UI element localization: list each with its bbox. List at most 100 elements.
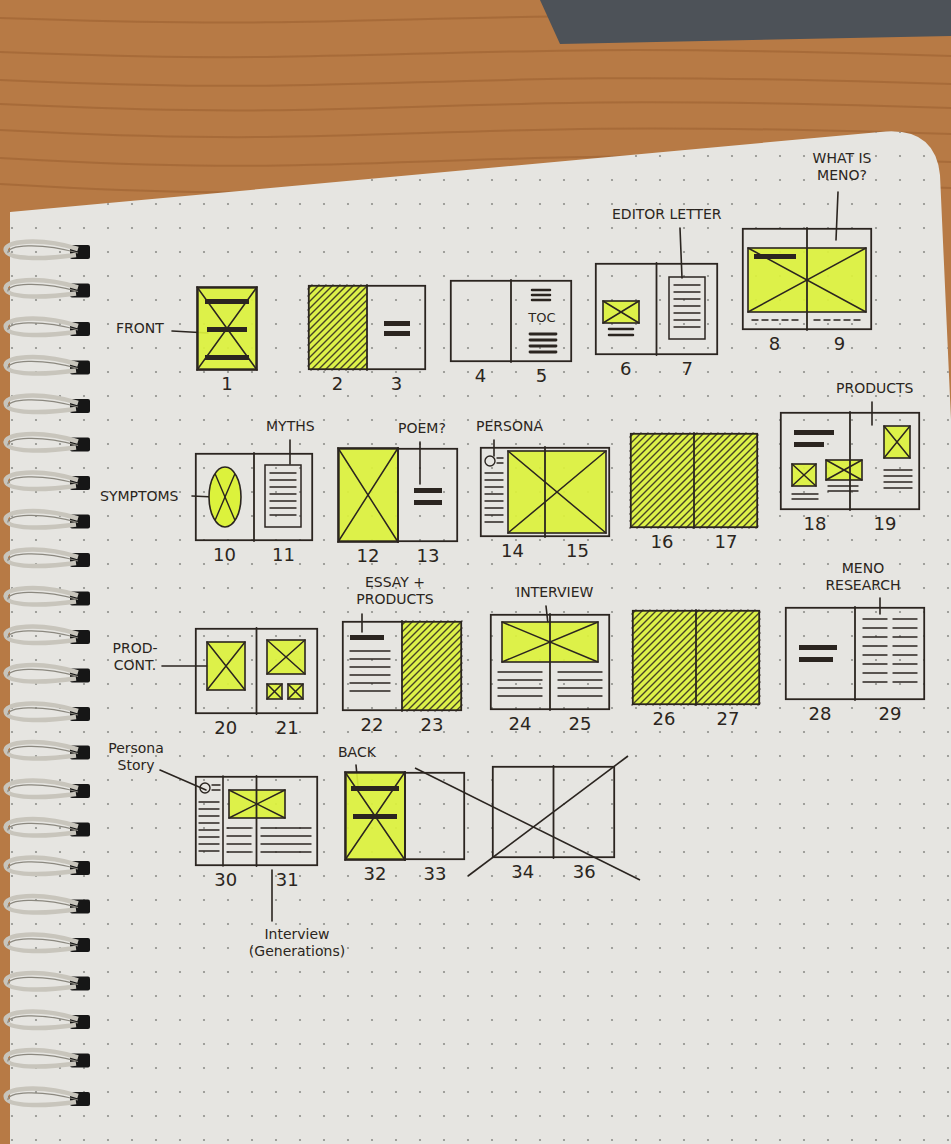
text-block: [265, 465, 301, 527]
text-line: [497, 457, 503, 458]
hatch-line: [428, 677, 462, 711]
page-outline: [786, 608, 924, 699]
page-number: 34: [511, 862, 534, 882]
text-line: [270, 486, 296, 487]
hatch-line: [630, 433, 662, 465]
image-box: [338, 448, 398, 542]
page-number: 24: [509, 714, 532, 734]
hatch-line: [407, 656, 462, 711]
text-line: [485, 507, 503, 508]
highlighter-fill: [826, 460, 862, 480]
page-number: 27: [717, 709, 740, 729]
text-line: [609, 334, 633, 337]
page-spread: 2223: [342, 621, 462, 741]
hatch-line: [737, 682, 760, 705]
image-box: [288, 684, 303, 699]
spiral-ring: [6, 704, 78, 720]
hatch-line: [339, 342, 367, 370]
page-number: 13: [417, 546, 440, 566]
spiral-ring-shade: [8, 900, 78, 907]
annotation-label: FRONT: [116, 320, 164, 337]
page-gutter: [854, 607, 856, 700]
page-gutter: [693, 433, 695, 528]
text-line: [530, 351, 556, 354]
spiral-ring-shade: [8, 284, 78, 291]
hatch-line: [658, 433, 753, 528]
page-number: 16: [651, 532, 674, 552]
spiral-ring-shade: [8, 862, 78, 869]
page-spread: 23: [308, 285, 426, 400]
page-outline: [743, 229, 871, 329]
spiral-ring-shade: [8, 1093, 78, 1100]
image-cross: [267, 640, 305, 674]
hatch-line: [735, 505, 758, 528]
page-spread: 1819: [780, 412, 920, 540]
annotation-label: MYTHS: [266, 418, 315, 435]
page-number: 22: [361, 715, 384, 735]
headline-bar: [799, 645, 837, 650]
text-line: [863, 627, 887, 628]
hatch-line: [402, 621, 434, 653]
page-spread: 2627: [632, 610, 760, 735]
spiral-ring: [6, 550, 78, 566]
page-sketch: [785, 607, 925, 700]
spiral-ring: [6, 742, 78, 758]
spiral-ring: [6, 627, 78, 643]
page-outline: [346, 773, 464, 859]
hatch-line: [325, 328, 367, 370]
page-sketch: [492, 766, 615, 858]
spiral-ring: [6, 896, 78, 912]
spiral-ring: [6, 280, 78, 296]
hatch-line: [681, 626, 760, 705]
text-line: [270, 507, 296, 508]
annotation-label: EDITOR LETTER: [612, 206, 722, 223]
image-box: [267, 684, 282, 699]
text-line: [227, 827, 251, 828]
hatch-line: [707, 477, 758, 528]
headline-bar: [794, 430, 834, 435]
text-line: [863, 681, 887, 682]
hatch-line: [632, 610, 699, 677]
page-outline: [196, 629, 317, 713]
text-line: [893, 645, 917, 646]
dot-grid: [10, 131, 951, 1144]
text-line: [530, 345, 556, 348]
sketch-content: [799, 619, 917, 682]
grey-object: [540, 0, 951, 44]
text-line: [485, 521, 503, 522]
page-outline: [451, 281, 571, 361]
text-line: [199, 808, 219, 809]
page-outline: [339, 449, 457, 541]
page-gutter: [544, 447, 546, 537]
sketch-content: [603, 277, 705, 339]
spiral-ring-shade: [8, 669, 78, 676]
text-line: [893, 636, 917, 637]
hatch-line: [639, 610, 734, 705]
spiral-ring-shade: [8, 746, 78, 753]
sketch-content: [350, 621, 462, 711]
wood-grain-line: [0, 128, 951, 137]
cross-out-line: [468, 756, 628, 876]
hatch-line: [700, 470, 758, 528]
hatch-line: [672, 442, 758, 528]
text-line: [261, 827, 311, 828]
text-line: [270, 479, 296, 480]
hatch-line: [667, 612, 760, 705]
text-line: [532, 294, 550, 297]
text-line: [485, 493, 503, 494]
text-line: [261, 843, 311, 844]
text-line: [674, 305, 700, 306]
text-line: [792, 498, 818, 499]
hatch-line: [714, 484, 758, 528]
page-number: 11: [272, 545, 295, 565]
image-cross: [338, 448, 398, 542]
page-outline: [781, 413, 919, 509]
page-number: 6: [620, 359, 631, 379]
text-line: [674, 312, 700, 313]
page-gutter: [510, 280, 512, 362]
leader-line: [289, 440, 291, 464]
spiral-ring: [6, 1089, 78, 1105]
text-line: [485, 514, 503, 515]
page-spread: 3233: [345, 772, 465, 890]
